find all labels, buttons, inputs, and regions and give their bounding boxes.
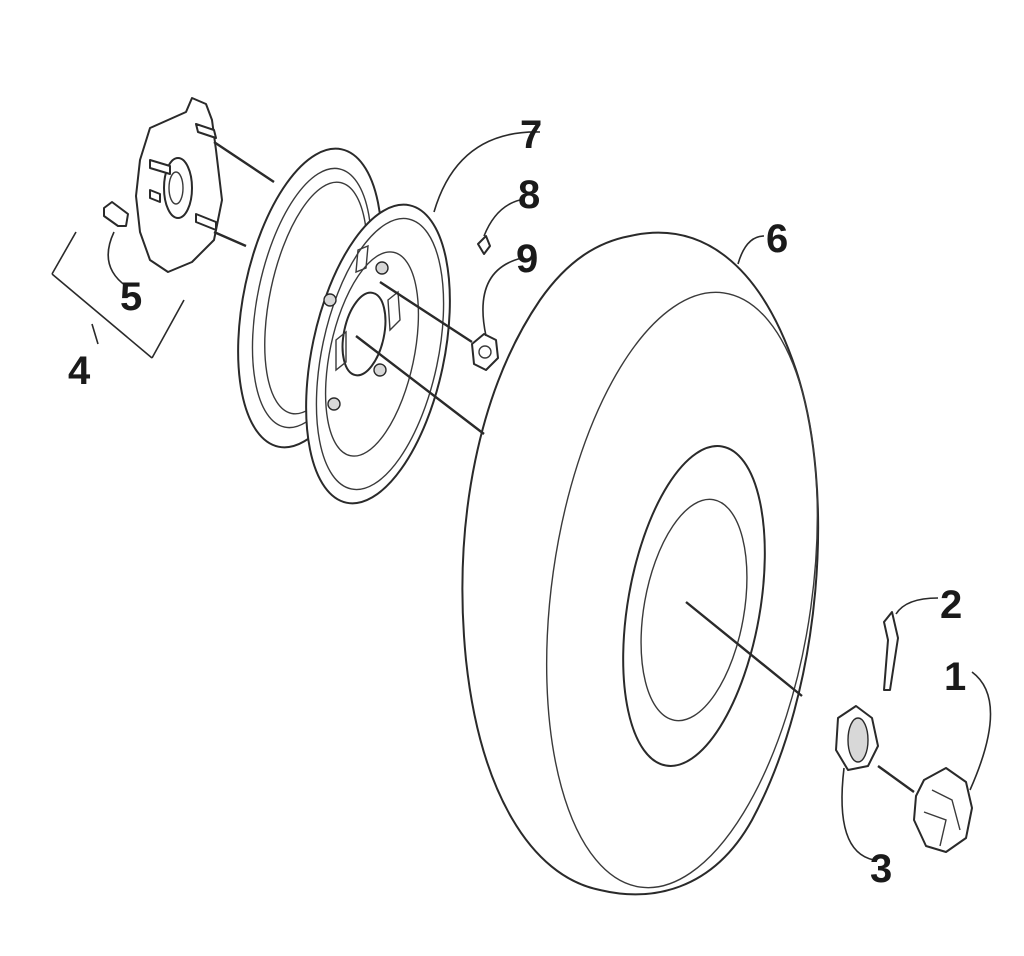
callout-3: 3 [870,847,892,891]
assembly-axis-lines [213,141,915,793]
wheel-rim [237,147,451,505]
lug-nut [471,333,499,371]
callout-1: 1 [944,655,966,699]
callout-4: 4 [68,349,91,393]
cotter-pin [883,611,899,691]
callout-6: 6 [766,217,788,261]
hub-stud-bolt [103,201,129,227]
callout-9: 9 [516,237,538,281]
hub-cap [913,767,973,853]
valve-stem [477,235,491,255]
leader-lines [51,131,992,861]
wheel-hub [135,97,223,273]
tire [461,231,820,896]
callout-7: 7 [520,113,542,157]
callout-labels: 1 2 3 4 5 6 7 8 9 [68,113,966,891]
castle-nut [835,705,879,771]
callout-8: 8 [518,173,540,217]
callout-5: 5 [120,275,142,319]
callout-2: 2 [940,583,962,627]
